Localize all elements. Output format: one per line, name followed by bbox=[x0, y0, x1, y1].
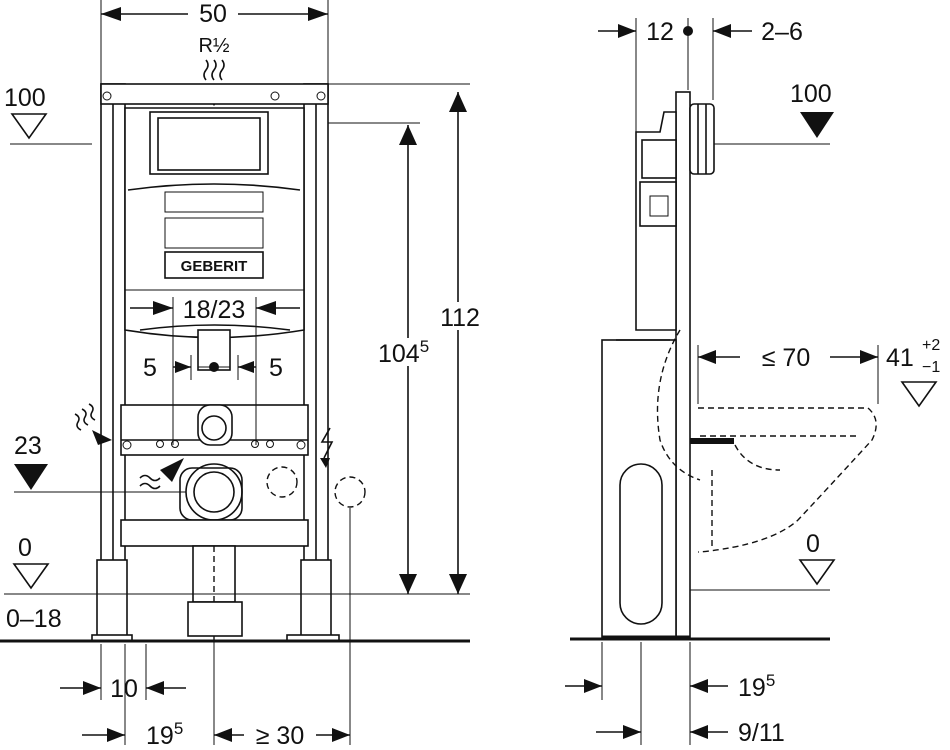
spacing-dimension: 18/23 bbox=[130, 296, 300, 445]
dim-19-label: 195 bbox=[146, 719, 183, 750]
range-0-18-label: 0–18 bbox=[6, 605, 62, 633]
width-label: 50 bbox=[199, 0, 227, 28]
dim-41-label: 41 bbox=[886, 344, 914, 372]
dim-ge30-label: ≥ 30 bbox=[256, 722, 304, 750]
height-104-label: 1045 bbox=[378, 337, 429, 368]
dim-19-side-label: 195 bbox=[738, 671, 775, 702]
level-23-label: 23 bbox=[14, 432, 42, 460]
height-112-dimension: 112 bbox=[328, 83, 484, 594]
brand-logo: GEBERIT bbox=[181, 258, 248, 275]
level-100-side-marker: 100 bbox=[790, 80, 834, 138]
offset-right-label: 5 bbox=[269, 354, 283, 382]
electrical-icon bbox=[320, 427, 334, 459]
dim-41-plus: +2 bbox=[922, 337, 940, 354]
dim-9-11-label: 9/11 bbox=[738, 719, 785, 747]
height-104-dimension: 1045 bbox=[376, 125, 446, 594]
dim-12-label: 12 bbox=[646, 18, 674, 46]
level-100-marker: 100 bbox=[4, 84, 92, 145]
height-112-label: 112 bbox=[440, 304, 480, 332]
bottom-dimensions-side: 195 9/11 bbox=[565, 642, 785, 747]
dim-41: 41 +2 −1 bbox=[886, 337, 940, 408]
dim-2-6-label: 2–6 bbox=[761, 18, 803, 46]
level-100-label: 100 bbox=[4, 84, 46, 112]
level-0-side-label: 0 bbox=[806, 530, 820, 558]
spacing-label: 18/23 bbox=[183, 296, 246, 324]
level-0-side-marker: 0 bbox=[570, 530, 836, 641]
dim-10-label: 10 bbox=[110, 675, 138, 703]
water-inlet-symbols bbox=[74, 403, 184, 490]
level-100-side-label: 100 bbox=[790, 80, 832, 108]
offset-left-label: 5 bbox=[143, 354, 157, 382]
level-23-marker: 23 bbox=[14, 432, 186, 493]
side-frame bbox=[601, 91, 877, 638]
connection-label: R½ bbox=[198, 35, 229, 57]
top-dimensions-side: 12 2–6 bbox=[598, 18, 803, 132]
dim-le70-label: ≤ 70 bbox=[762, 344, 810, 372]
frame: GEBERIT bbox=[91, 83, 366, 642]
level-0-marker: 0 0–18 bbox=[0, 534, 470, 643]
front-view: 50 R½ bbox=[0, 0, 484, 750]
width-dimension: 50 bbox=[100, 0, 329, 84]
offset-dimensions: 5 5 bbox=[143, 354, 283, 382]
side-view: 12 2–6 bbox=[565, 18, 940, 747]
level-0-label: 0 bbox=[18, 534, 32, 562]
dim-le70: ≤ 70 bbox=[697, 344, 879, 404]
dim-41-minus: −1 bbox=[922, 359, 940, 376]
bottom-dimensions-front: 10 195 ≥ 30 bbox=[60, 508, 351, 750]
